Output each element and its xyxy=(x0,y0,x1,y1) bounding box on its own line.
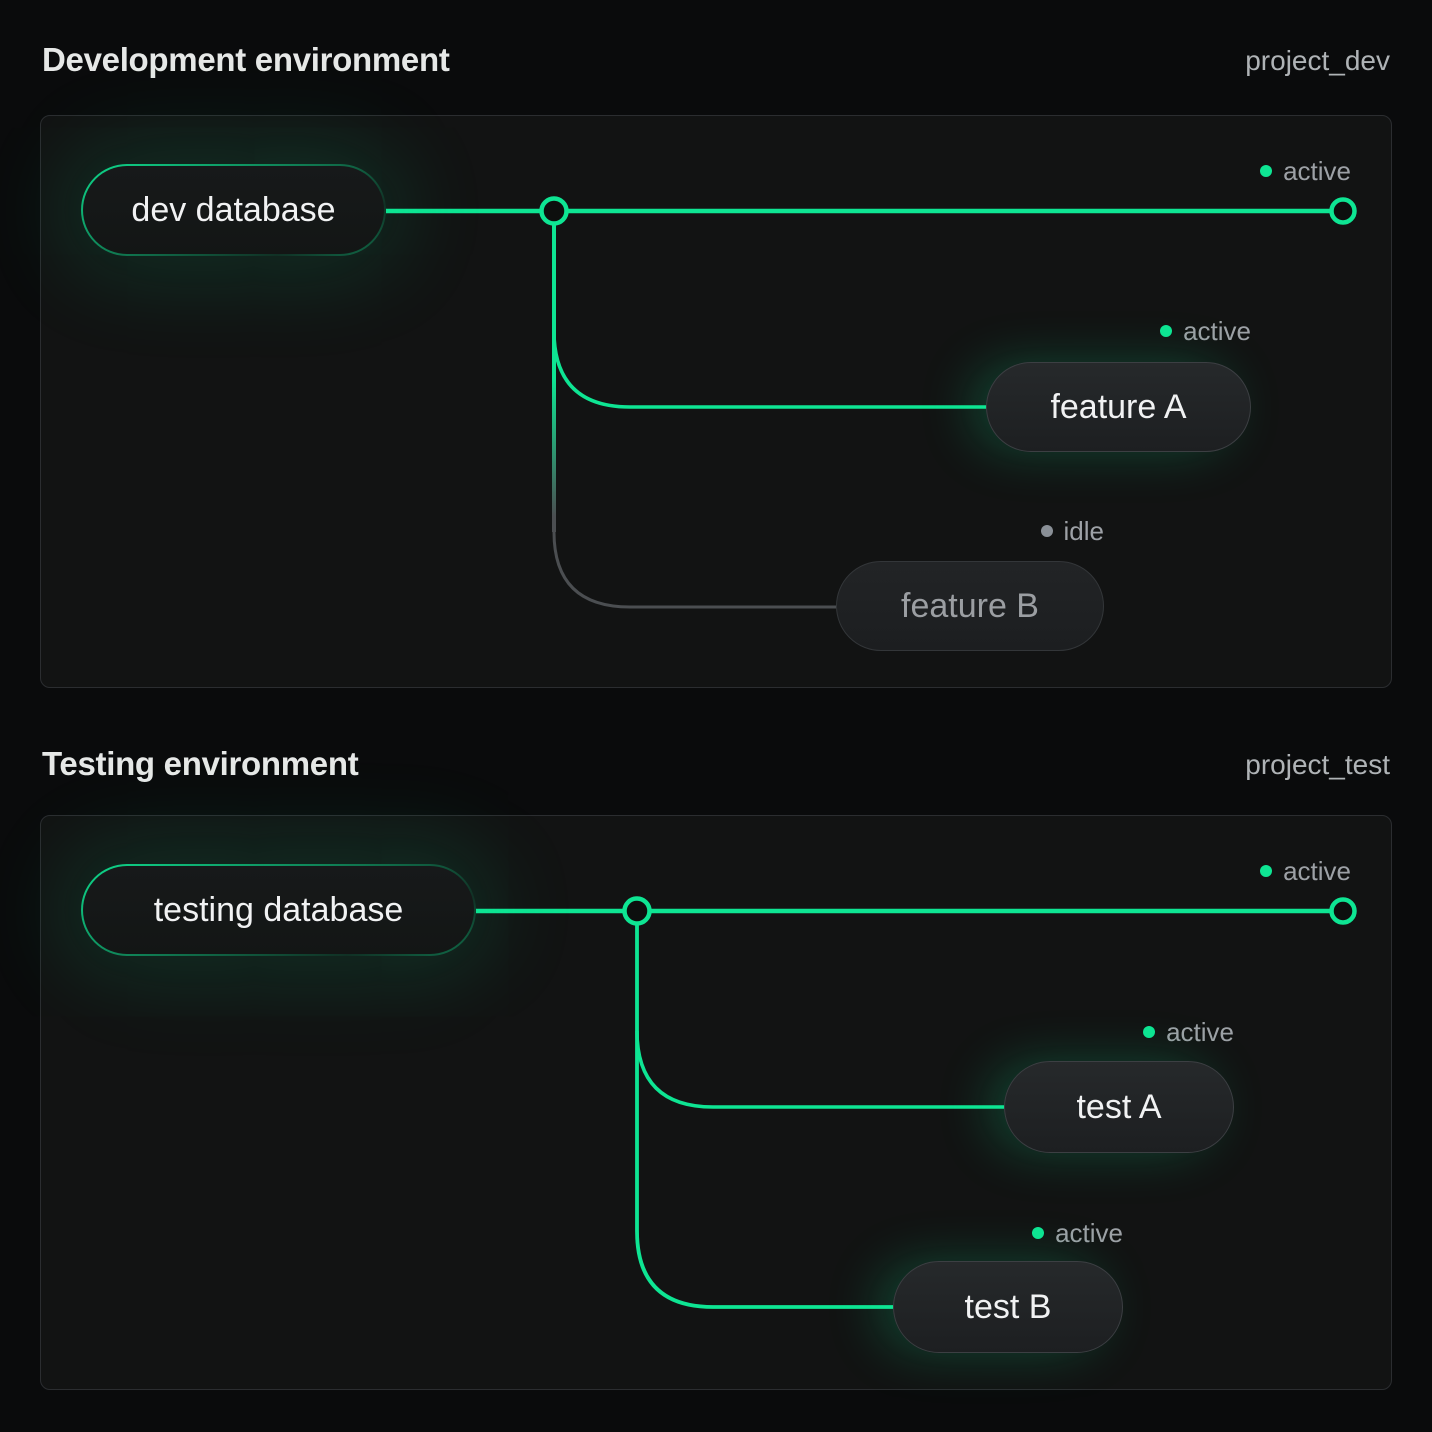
idle-status-dot-icon xyxy=(1040,525,1053,537)
dev-branch-graph xyxy=(386,196,1357,609)
node-label: feature B xyxy=(901,586,1039,625)
node-label: feature A xyxy=(1050,387,1187,426)
active-status-dot-icon xyxy=(1260,165,1273,177)
status-label: active xyxy=(1283,856,1351,886)
section-title: Development environment xyxy=(42,41,450,78)
project-name: project_dev xyxy=(1245,45,1390,76)
main-branch-status: active xyxy=(1260,857,1351,885)
test-a-status: active xyxy=(1143,1018,1234,1046)
branch-tip-node-icon xyxy=(1329,197,1357,225)
node-label: testing database xyxy=(153,890,404,929)
status-label: active xyxy=(1183,316,1251,346)
branch-point-node-icon xyxy=(539,196,569,226)
test-branch-graph xyxy=(476,896,1357,1309)
status-label: idle xyxy=(1063,516,1104,546)
feature-a-status: active xyxy=(1160,317,1251,345)
branch-point-node-icon xyxy=(622,896,652,926)
node-feature-a: feature A xyxy=(986,362,1251,452)
test-b-status: active xyxy=(1032,1219,1123,1247)
branch-line-feature-a xyxy=(552,316,986,409)
branch-line-feature-b xyxy=(552,531,836,609)
status-label: active xyxy=(1283,156,1351,186)
branch-line-test-a xyxy=(635,1030,1004,1109)
node-dev-database: dev database xyxy=(81,164,386,256)
active-status-dot-icon xyxy=(1143,1026,1156,1038)
active-status-dot-icon xyxy=(1032,1227,1045,1239)
main-branch-status: active xyxy=(1260,157,1351,185)
node-label: dev database xyxy=(131,190,336,229)
dev-environment-header: Development environment project_dev xyxy=(42,40,1390,80)
node-feature-b: feature B xyxy=(836,561,1104,651)
node-test-b: test B xyxy=(893,1261,1123,1353)
status-label: active xyxy=(1166,1017,1234,1047)
branch-tip-node-icon xyxy=(1329,897,1357,925)
dev-branching-diagram-panel: active dev database active feature A idl… xyxy=(40,115,1392,688)
node-label: test A xyxy=(1076,1087,1162,1126)
status-label: active xyxy=(1055,1218,1123,1248)
node-test-a: test A xyxy=(1004,1061,1234,1153)
active-status-dot-icon xyxy=(1160,325,1173,337)
node-label: test B xyxy=(964,1287,1052,1326)
section-title: Testing environment xyxy=(42,745,359,782)
test-branching-diagram-panel: active testing database active test A ac… xyxy=(40,815,1392,1390)
test-environment-header: Testing environment project_test xyxy=(42,744,1390,784)
branch-line-test-b xyxy=(635,923,893,1309)
project-name: project_test xyxy=(1245,749,1390,780)
node-testing-database: testing database xyxy=(81,864,476,956)
feature-b-status: idle xyxy=(1040,516,1104,546)
active-status-dot-icon xyxy=(1260,865,1273,877)
